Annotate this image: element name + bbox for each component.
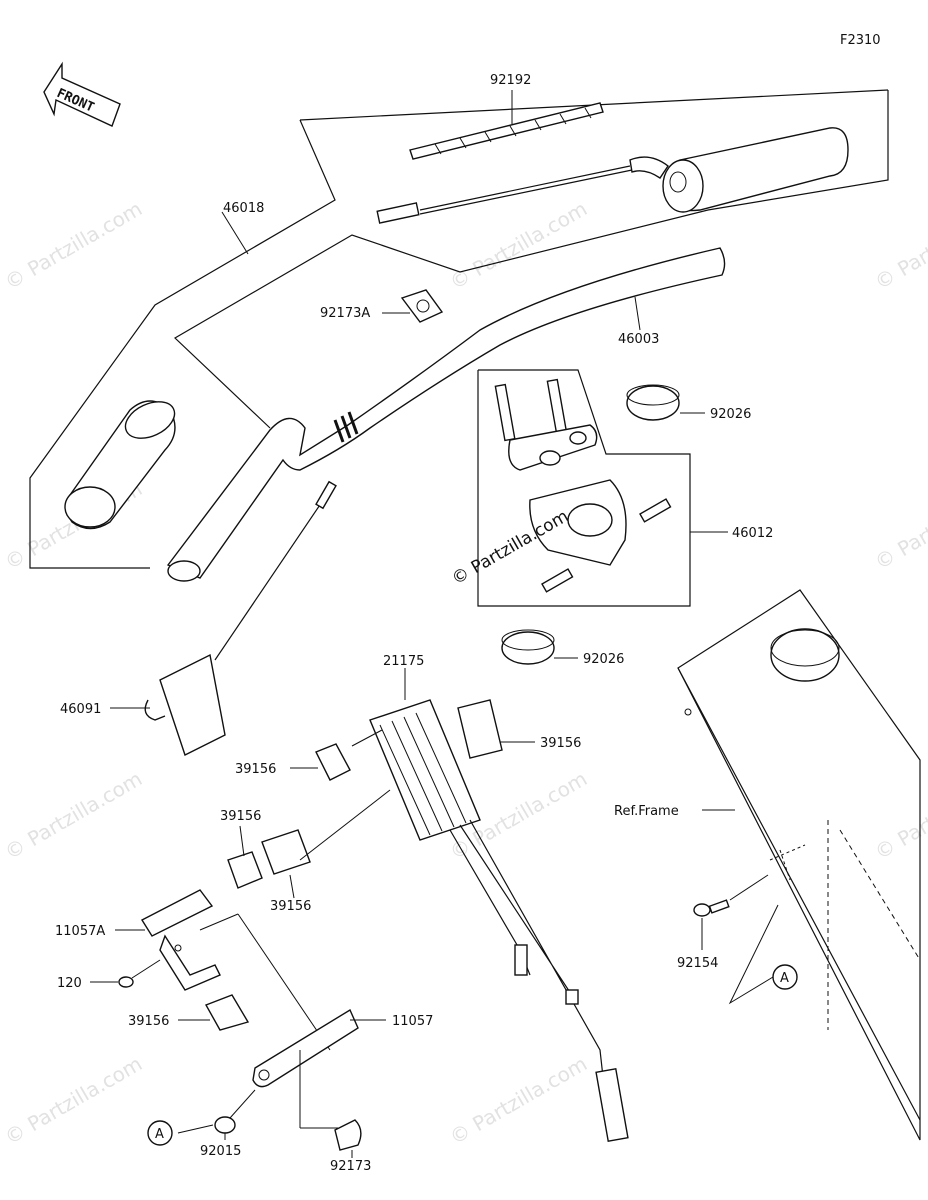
watermark: © Partzilla.com: [871, 476, 928, 574]
nut-92015-part: [177, 1089, 256, 1140]
label-46091: 46091: [60, 702, 101, 717]
label-39156-e: 39156: [128, 1014, 169, 1029]
label-46003: 46003: [618, 332, 659, 347]
ecu-module-part: [369, 668, 629, 1143]
screw-120-part: [90, 959, 161, 988]
pad-39156-a: [290, 729, 383, 781]
bracket-11057A-part: [115, 889, 331, 1051]
leader-46003: [634, 296, 641, 331]
pad-39156-c: [227, 825, 263, 889]
callout-letter: A: [780, 971, 789, 986]
figure-code: F2310: [840, 33, 881, 48]
callout-a-right: A: [728, 904, 798, 1005]
watermark: © Partzilla.com: [1, 196, 147, 294]
collar-upper-part: [626, 384, 705, 421]
label-92154: 92154: [677, 956, 718, 971]
bolt-92154-part: [693, 874, 769, 950]
label-92015: 92015: [200, 1144, 241, 1159]
label-46012: 46012: [732, 526, 773, 541]
collar-lower-part: [501, 629, 578, 665]
label-120: 120: [57, 976, 82, 991]
label-11057: 11057: [392, 1014, 433, 1029]
watermark: © Partzilla.com: [871, 196, 928, 294]
callout-a-left: A: [147, 1120, 173, 1146]
label-39156-a: 39156: [235, 762, 276, 777]
watermark: © Partzilla.com: [1, 1051, 147, 1149]
handlebar-switch-part: [110, 480, 337, 756]
label-46018: 46018: [223, 201, 264, 216]
label-92192: 92192: [490, 73, 531, 88]
label-21175: 21175: [383, 654, 424, 669]
label-92026-lower: 92026: [583, 652, 624, 667]
label-92173: 92173: [330, 1159, 371, 1174]
leader-46018: [221, 211, 249, 255]
label-92173A: 92173A: [320, 306, 370, 321]
bracket-11057-part: [252, 1008, 386, 1088]
throttle-grip-part: [376, 127, 849, 224]
label-11057A: 11057A: [55, 924, 105, 939]
callout-letter: A: [155, 1127, 164, 1142]
pad-39156-e: [178, 994, 250, 1031]
clamp-sticker-part: [382, 289, 444, 323]
frame-reference-part: [677, 589, 921, 1141]
handlebar-clamp-part: [477, 369, 728, 607]
label-39156-b: 39156: [540, 736, 581, 751]
pad-39156-d: [261, 789, 391, 899]
leader-39156-d: [289, 874, 295, 899]
grip-wrap-part: [409, 90, 604, 160]
watermark: © Partzilla.com: [446, 1051, 592, 1149]
front-arrow-icon: FRONT: [43, 61, 121, 127]
part-number-labels: 92192 46018 92173A 46003 92026 46012 920…: [55, 73, 773, 1174]
watermark: © Partzilla.com: [1, 766, 147, 864]
watermark: © Partzilla.com: [446, 196, 592, 294]
handlebar-part: [166, 247, 726, 582]
label-92026-upper: 92026: [710, 407, 751, 422]
label-39156-c: 39156: [220, 809, 261, 824]
clamp-92173-part: [299, 1050, 362, 1158]
label-39156-d: 39156: [270, 899, 311, 914]
pad-39156-b: [457, 699, 535, 759]
label-ref-frame: Ref.Frame: [614, 804, 679, 819]
watermark: © Partzilla.com: [871, 766, 928, 864]
left-grip-part: [64, 400, 176, 530]
leader-39156-c: [239, 825, 245, 857]
